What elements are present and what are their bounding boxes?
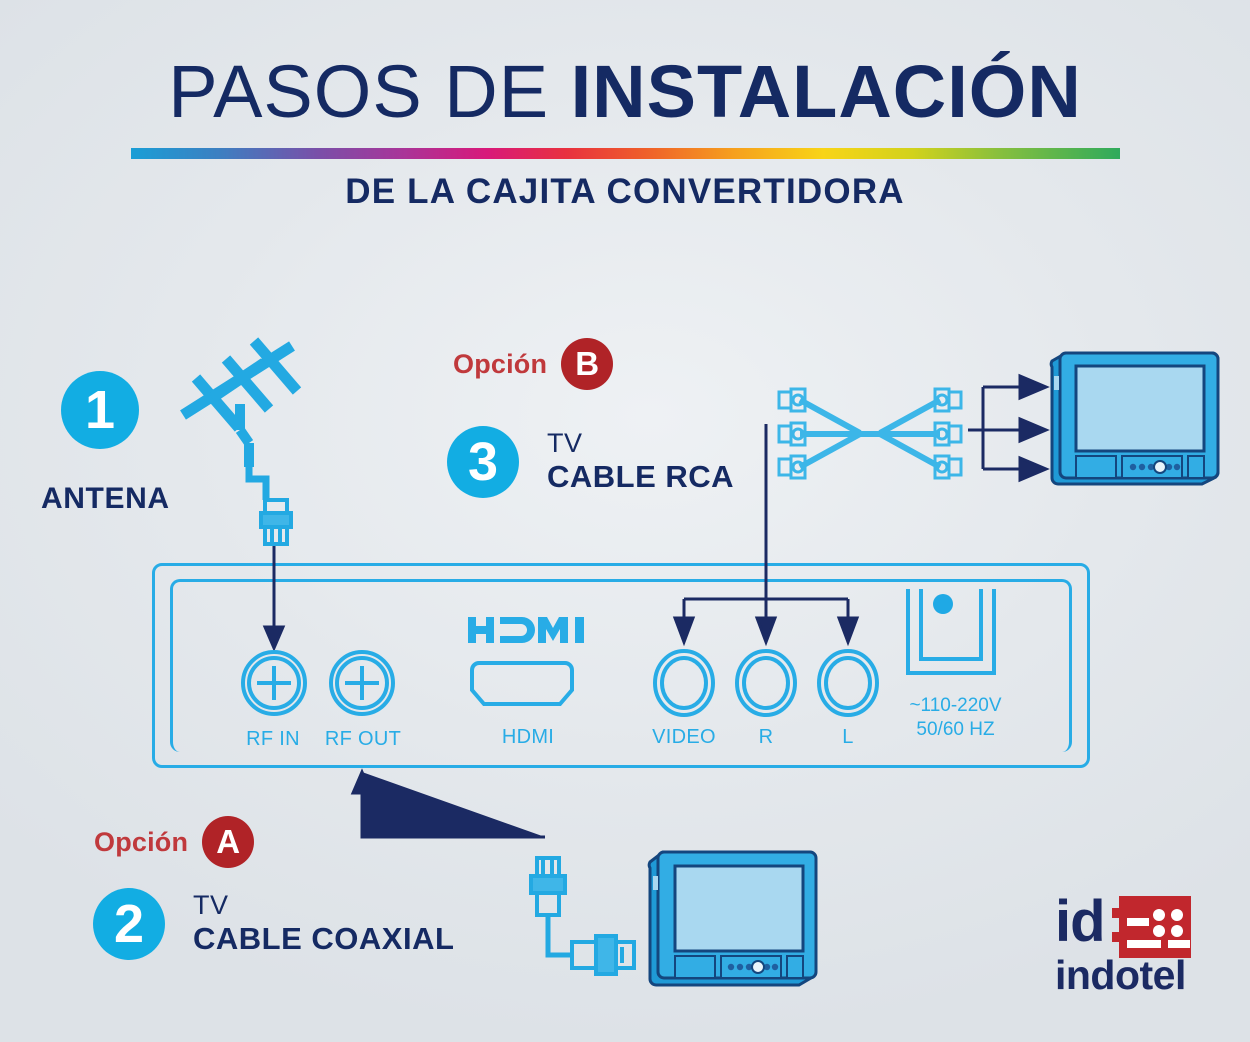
indotel-logo-wordmark: indotel xyxy=(1055,952,1186,998)
page-title-light: PASOS DE xyxy=(168,50,571,133)
page-subtitle: DE LA CAJITA CONVERTIDORA xyxy=(345,172,905,211)
port-label-hdmi: HDMI xyxy=(501,726,555,748)
rca-plug-left-bottom xyxy=(777,454,807,480)
step-2-line1: TV xyxy=(193,890,229,920)
option-b: Opción B xyxy=(453,338,614,390)
port-label-audio-l: L xyxy=(842,726,854,748)
tv-top-right xyxy=(1049,351,1220,486)
arrow-coax-to-rf-out xyxy=(350,768,545,839)
step-1-number: 1 xyxy=(61,371,139,449)
port-label-audio-r: R xyxy=(758,726,774,748)
coax-cable-bottom xyxy=(529,856,636,976)
indotel-logo-id: id xyxy=(1055,889,1106,954)
converter-box-inner-panel xyxy=(170,579,1072,752)
page-title-bold: INSTALACIÓN xyxy=(570,50,1082,133)
rca-cable-icon xyxy=(777,387,963,480)
step-1-label: ANTENA xyxy=(41,482,170,515)
step-2-number: 2 xyxy=(93,888,165,960)
port-label-rf-out: RF OUT xyxy=(324,728,402,750)
antenna-coax-connector xyxy=(259,498,293,546)
page-title: PASOS DE INSTALACIÓN xyxy=(0,55,1250,129)
step-2-line2: CABLE COAXIAL xyxy=(193,921,455,957)
rainbow-divider xyxy=(131,148,1120,159)
option-a-badge: A xyxy=(202,816,255,868)
power-frequency: 50/60 HZ xyxy=(916,718,995,740)
port-label-video: VIDEO xyxy=(652,726,716,748)
antenna-icon xyxy=(180,337,302,500)
tv-bottom xyxy=(647,850,818,987)
step-3-label: TV CABLE RCA xyxy=(547,428,734,495)
option-a-word: Opción xyxy=(94,826,189,857)
indotel-logo: id indotel xyxy=(1055,893,1205,1005)
step-2-label: TV CABLE COAXIAL xyxy=(193,890,454,957)
port-label-rf-in: RF IN xyxy=(246,728,300,750)
converter-box-outer-shell xyxy=(152,563,1090,768)
step-3-line1: TV xyxy=(547,428,583,458)
option-b-badge: B xyxy=(561,338,614,390)
power-rating: ~110-220V 50/60 HZ xyxy=(893,694,1018,742)
rca-plug-left-top xyxy=(777,387,807,413)
rca-plug-right-top xyxy=(933,387,963,413)
arrow-rca-to-tv xyxy=(968,373,1050,483)
rca-plug-right-bottom xyxy=(933,454,963,480)
rca-plug-right-mid xyxy=(933,421,963,447)
step-3-line2: CABLE RCA xyxy=(547,459,735,495)
option-a: Opción A xyxy=(94,816,255,868)
rca-plug-left-mid xyxy=(777,421,807,447)
option-b-word: Opción xyxy=(453,348,548,379)
power-voltage: ~110-220V xyxy=(909,695,1002,716)
step-3-number: 3 xyxy=(447,426,519,498)
